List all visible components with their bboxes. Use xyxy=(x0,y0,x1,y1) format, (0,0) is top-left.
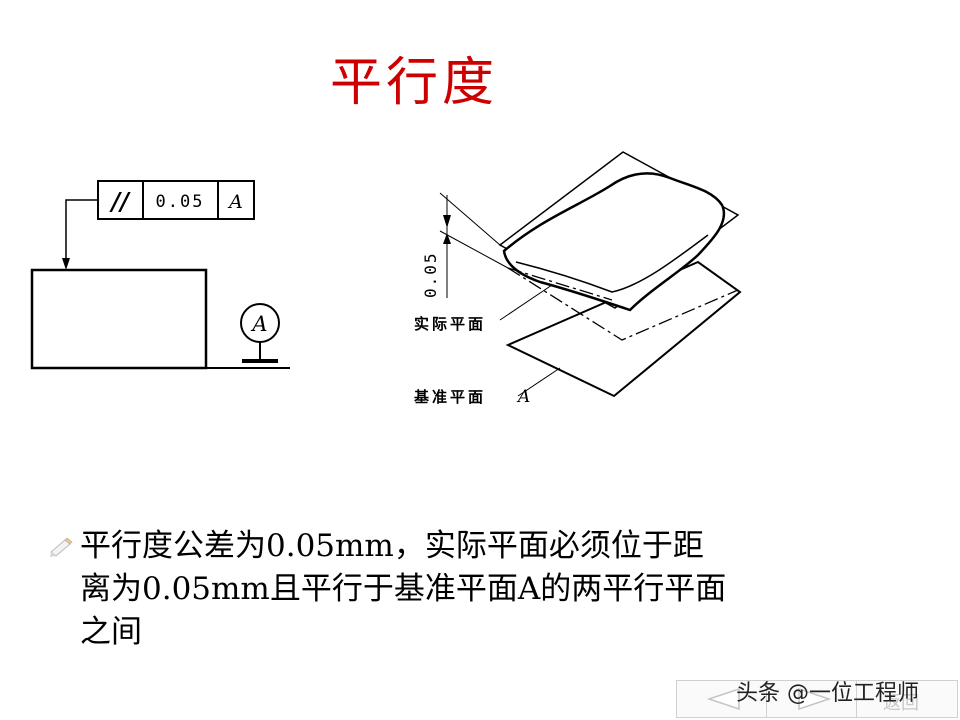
dimension-0-05: 0.05 xyxy=(421,192,509,298)
bullet-line-2: 离为0.05mm且平行于基准平面A的两平行平面 xyxy=(80,571,727,607)
datum-circle-label: A xyxy=(250,312,267,336)
dimension-label: 0.05 xyxy=(421,251,440,298)
datum-plane-label: 基准平面 xyxy=(413,388,486,406)
datum-reference: A xyxy=(227,191,243,213)
watermark: 头条 @一位工程师 xyxy=(736,681,919,706)
part-rectangle xyxy=(30,268,208,370)
bullet-line-1: 平行度公差为0.05mm，实际平面必须位于距 xyxy=(80,528,704,564)
return-label: 返回 xyxy=(883,693,919,714)
bullet-text: 平行度公差为0.05mm，实际平面必须位于距 离为0.05mm且平行于基准平面A… xyxy=(80,525,820,654)
right-triangle-icon xyxy=(798,687,831,711)
actual-plane-label: 实际平面 xyxy=(414,315,486,333)
slide-title: 平行度 xyxy=(330,53,499,113)
return-button[interactable]: 返回 xyxy=(856,680,958,718)
lower-tolerance-plane-dashed xyxy=(507,267,739,341)
pencil-bullet-icon xyxy=(50,537,73,557)
datum-symbol: A xyxy=(240,303,280,363)
parallelism-symbol: // xyxy=(109,187,131,216)
next-slide-button[interactable] xyxy=(766,680,858,718)
actual-surface xyxy=(502,172,726,312)
prev-slide-button[interactable] xyxy=(676,680,768,718)
leader-line xyxy=(62,199,98,270)
feature-control-frame: // 0.05 A xyxy=(97,180,255,220)
bullet-line-3: 之间 xyxy=(80,614,142,650)
datum-plane-letter: A xyxy=(516,387,530,407)
datum-plane-leader xyxy=(517,367,561,397)
actual-plane-leader xyxy=(499,284,553,321)
tolerance-value: 0.05 xyxy=(156,192,205,212)
left-triangle-icon xyxy=(707,687,740,711)
